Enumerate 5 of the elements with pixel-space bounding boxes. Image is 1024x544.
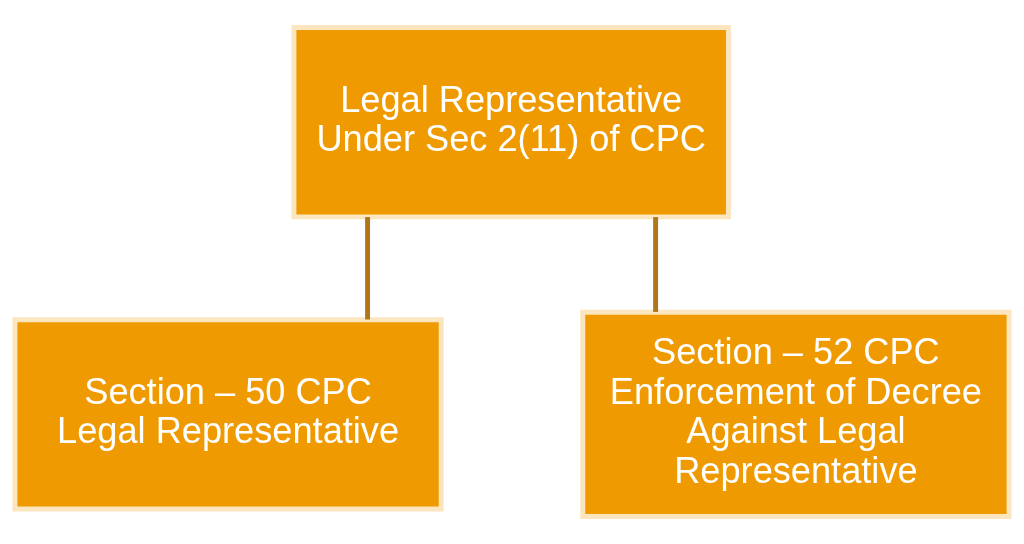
- connector: [653, 217, 659, 312]
- node-box: Section – 52 CPC Enforcement of Decree Against Legal Representative: [580, 309, 1012, 519]
- connector: [365, 217, 371, 320]
- node-box: Legal Representative Under Sec 2(11) of CPC: [291, 25, 731, 220]
- node-box: Section – 50 CPC Legal Representative: [12, 317, 444, 512]
